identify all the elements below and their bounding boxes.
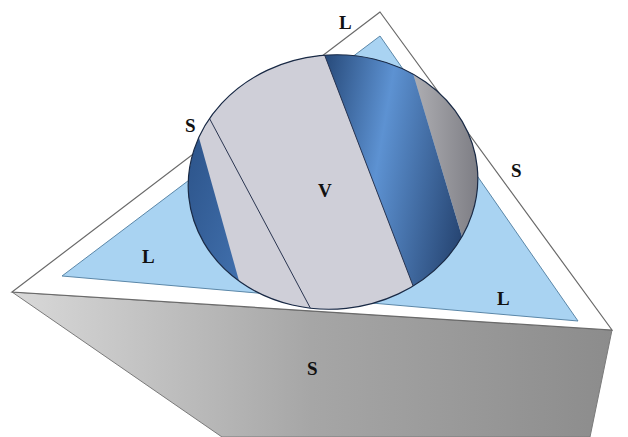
liquid-label: L [142,247,155,266]
top-face [12,12,612,330]
solid-label: S [185,116,196,135]
cylinder [150,30,520,330]
solid-label: S [511,161,522,180]
vapor-label: V [318,181,332,200]
liquid-label: L [497,289,510,308]
cylinder-rim [176,41,491,324]
liquid-label: L [339,13,352,32]
solid-label: S [307,359,318,378]
